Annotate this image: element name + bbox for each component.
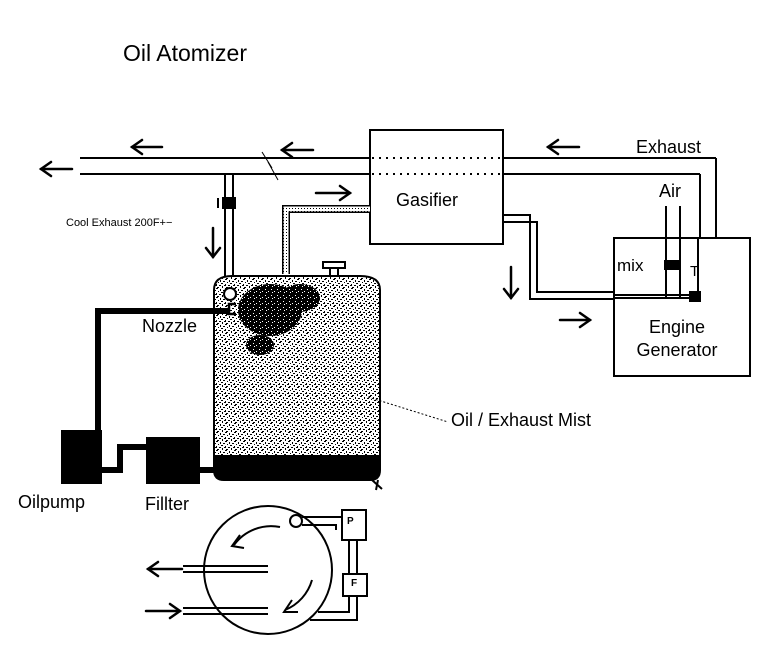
mist-pipe [282,205,370,274]
arrow-left-2 [279,141,315,159]
arrow-down-cool [204,226,222,260]
arrow-right-small [144,602,183,620]
filter-box-label: F [351,578,358,589]
gasifier-label: Gasifier [396,190,459,210]
arrow-left-1 [129,138,164,156]
oilpump-label: Oilpump [18,492,86,512]
air-intake-pipe [664,206,681,298]
arrow-left-small [145,560,184,578]
cool-exhaust-pipe [217,174,236,290]
page-title: Oil Atomizer [123,40,247,66]
nozzle-label: Nozzle [142,316,198,336]
arrow-left-3 [545,138,581,156]
filter-block [146,437,200,484]
atomizer-tank [213,261,383,491]
oil-lines [95,308,228,473]
arrow-down-gasifier [502,265,520,301]
gasifier-box [369,129,504,245]
filter-label: Fillter [145,494,189,514]
t-valve-label: T [690,263,700,280]
mini-schematic [183,505,368,635]
cool-exhaust-label: Cool Exhaust 200F+− [66,217,173,229]
oilpump-block [61,430,102,484]
flow-arrows [38,138,593,620]
mix-label: mix [617,256,644,275]
mist-leader-line [367,396,449,423]
pump-box-label: P [347,516,354,527]
engine-generator-label: Engine Generator [622,316,732,361]
engine-label-line2: Generator [636,339,718,360]
gasifier-outlet-pipe [503,214,701,302]
arrow-left-4 [38,160,74,178]
exhaust-label: Exhaust [636,137,702,157]
oil-exhaust-mist-label: Oil / Exhaust Mist [451,410,592,430]
arrow-right-engine [558,311,593,329]
engine-label-line1: Engine [648,317,706,337]
engine-generator-box [613,237,751,377]
arrow-right-gasifier [314,184,353,202]
exhaust-pipe [80,151,717,238]
air-label: Air [659,181,681,201]
